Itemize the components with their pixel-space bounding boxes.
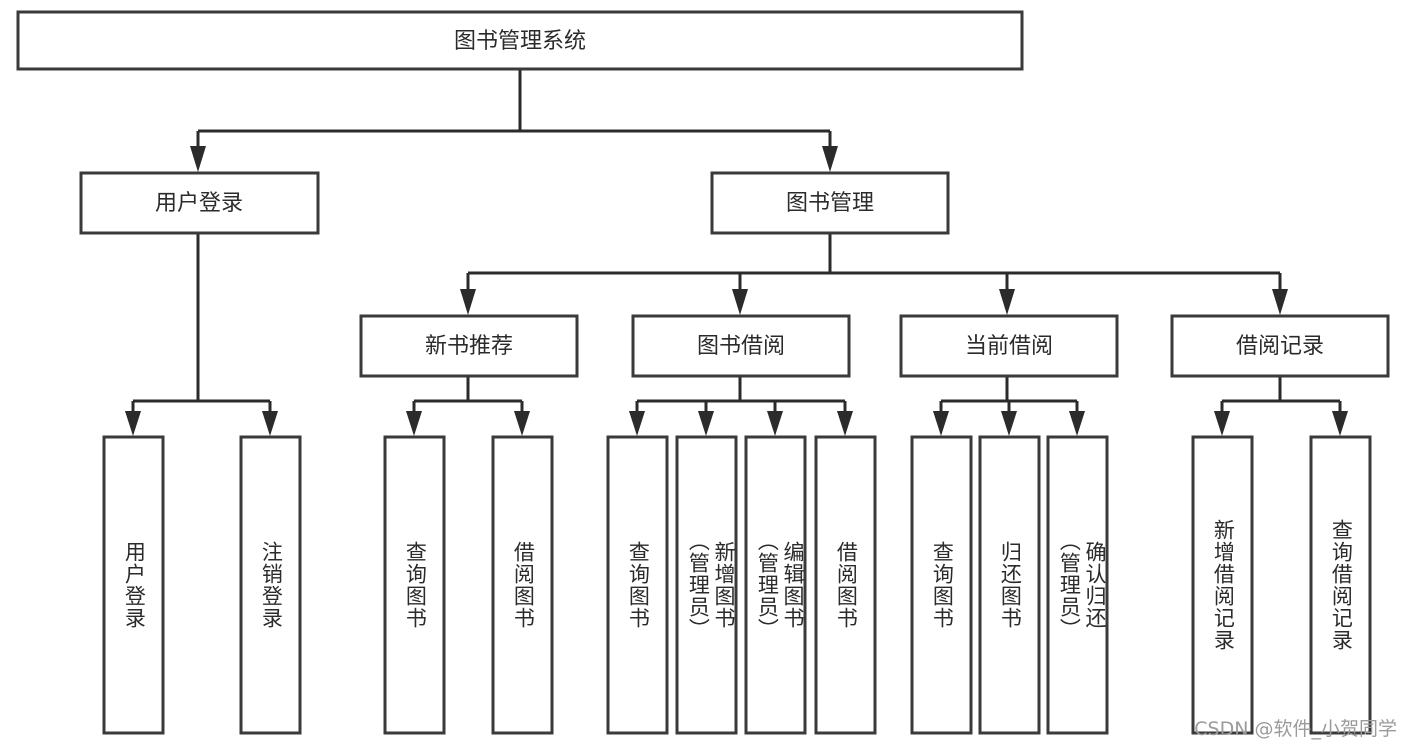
arrow-head-leaf-return-book bbox=[1001, 411, 1017, 436]
node-leaf-confirm-return[interactable] bbox=[1046, 435, 1109, 735]
arrow-head-book-manage bbox=[822, 146, 838, 172]
arrow-head-leaf-add-record bbox=[1214, 411, 1230, 436]
node-leaf-add-borrow-record[interactable] bbox=[1191, 435, 1254, 735]
node-leaf-user-login[interactable] bbox=[102, 435, 165, 735]
connector-layer bbox=[125, 69, 1348, 436]
arrow-head-new-book bbox=[460, 289, 476, 315]
node-root-book-management-system[interactable] bbox=[16, 10, 1024, 71]
node-book-borrow-label: 图书借阅 bbox=[697, 334, 785, 359]
node-user-login[interactable] bbox=[79, 171, 320, 235]
node-new-book-recommend-label: 新书推荐 bbox=[425, 334, 513, 359]
node-borrow-record-label: 借阅记录 bbox=[1236, 334, 1324, 359]
node-leaf-logout[interactable] bbox=[239, 435, 302, 735]
arrow-head-leaf-borrow-book-2 bbox=[837, 411, 853, 436]
arrow-head-user-login bbox=[190, 146, 206, 172]
arrow-head-leaf-borrow-book-1 bbox=[514, 411, 530, 436]
node-current-borrow-label: 当前借阅 bbox=[965, 334, 1053, 359]
node-book-management-label: 图书管理 bbox=[786, 191, 874, 216]
node-book-management[interactable] bbox=[710, 171, 950, 235]
arrow-head-book-borrow bbox=[732, 289, 748, 315]
node-current-borrow[interactable] bbox=[899, 314, 1119, 378]
arrow-head-leaf-confirm-return bbox=[1069, 411, 1085, 436]
node-leaf-borrow-book-2[interactable] bbox=[814, 435, 877, 735]
node-leaf-return-book[interactable] bbox=[978, 435, 1041, 735]
node-leaf-query-borrow-record[interactable] bbox=[1309, 435, 1372, 735]
arrow-head-leaf-query-book-2 bbox=[629, 411, 645, 436]
node-borrow-record[interactable] bbox=[1170, 314, 1390, 378]
arrow-head-leaf-edit-book bbox=[767, 411, 783, 436]
arrow-head-leaf-logout bbox=[262, 411, 278, 436]
arrow-head-leaf-query-book-3 bbox=[933, 411, 949, 436]
arrow-head-leaf-query-record bbox=[1332, 411, 1348, 436]
node-new-book-recommend[interactable] bbox=[359, 314, 579, 378]
arrow-head-leaf-user-login bbox=[125, 411, 141, 436]
arrow-head-leaf-add-book bbox=[698, 411, 714, 436]
node-leaf-query-book-2[interactable] bbox=[606, 435, 669, 735]
node-leaf-query-book-3[interactable] bbox=[910, 435, 973, 735]
csdn-watermark: CSDN @软件_小贺同学 bbox=[1194, 718, 1397, 740]
node-layer: 图书管理系统 用户登录 图书管理 新书推荐 图书借阅 当前借阅 借阅记录 bbox=[16, 10, 1390, 735]
node-leaf-query-book-1[interactable] bbox=[383, 435, 446, 735]
node-user-login-label: 用户登录 bbox=[155, 191, 243, 216]
node-root-label: 图书管理系统 bbox=[454, 29, 586, 54]
arrow-head-current-borrow bbox=[999, 289, 1015, 315]
arrow-head-leaf-query-book-1 bbox=[406, 411, 422, 436]
node-leaf-add-book[interactable] bbox=[675, 435, 738, 735]
node-book-borrow[interactable] bbox=[631, 314, 851, 378]
arrow-head-borrow-record bbox=[1272, 289, 1288, 315]
node-leaf-borrow-book-1[interactable] bbox=[491, 435, 554, 735]
node-leaf-edit-book[interactable] bbox=[744, 435, 807, 735]
